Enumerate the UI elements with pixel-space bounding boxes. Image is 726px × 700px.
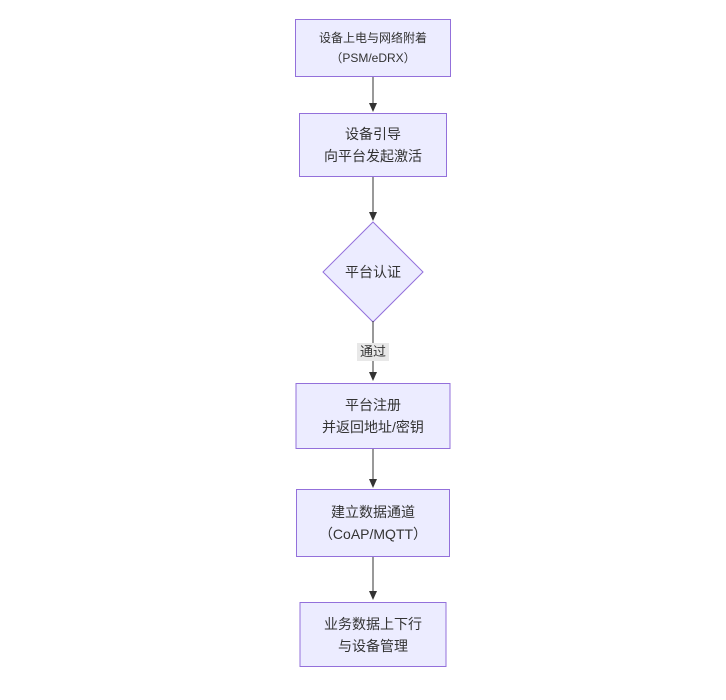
- edge-channel-to-business: [372, 557, 374, 592]
- node-label-line: 业务数据上下行: [324, 615, 422, 632]
- node-platform-auth: 平台认证: [345, 264, 401, 280]
- node-device-attach: 设备上电与网络附着 （PSM/eDRX）: [295, 19, 451, 77]
- node-data-channel: 建立数据通道 （CoAP/MQTT）: [296, 489, 450, 557]
- edge-bootstrap-to-auth: [372, 177, 374, 213]
- node-platform-register: 平台注册 并返回地址/密钥: [295, 383, 451, 449]
- node-label-line: 设备引导: [345, 126, 401, 142]
- node-label-line: 建立数据通道: [331, 504, 415, 520]
- edge-label-pass: 通过: [356, 343, 390, 361]
- arrowhead-down-icon: [369, 479, 377, 488]
- node-label-line: 设备上电与网络附着: [318, 31, 427, 45]
- arrowhead-down-icon: [369, 591, 377, 600]
- node-label-line: （CoAP/MQTT）: [318, 526, 428, 542]
- node-label-line: 向平台发起激活: [324, 148, 422, 164]
- node-label-line: 并返回地址/密钥: [322, 419, 424, 435]
- edge-attach-to-bootstrap: [372, 77, 374, 104]
- node-business-data: 业务数据上下行 与设备管理: [299, 602, 447, 667]
- edge-register-to-channel: [372, 449, 374, 480]
- node-device-bootstrap: 设备引导 向平台发起激活: [299, 113, 447, 177]
- arrowhead-down-icon: [369, 372, 377, 381]
- node-label-line: 平台注册: [345, 397, 401, 413]
- arrowhead-down-icon: [369, 103, 377, 112]
- arrowhead-down-icon: [369, 212, 377, 221]
- node-label-line: （PSM/eDRX）: [330, 51, 416, 65]
- node-label-line: 与设备管理: [338, 637, 408, 654]
